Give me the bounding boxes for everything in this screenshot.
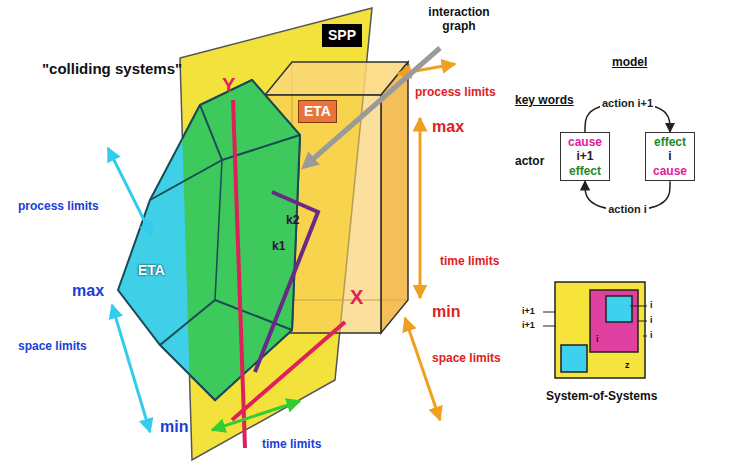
limit-arrow (108, 148, 152, 236)
graph-label: k1 (272, 240, 285, 254)
node-text: i+1 (568, 149, 602, 163)
level-label: i (650, 300, 653, 310)
leader-line (630, 306, 647, 307)
overlap-region (118, 80, 300, 400)
section-heading: key words (515, 94, 574, 108)
figure-title: "colliding systems" (42, 60, 182, 77)
limit-arrow (419, 118, 422, 298)
limit-label: process limits (18, 200, 99, 214)
callout-text: interaction graph (420, 6, 498, 34)
system-tag: SPP (322, 24, 362, 47)
actor-box: causei+1effect (560, 132, 610, 181)
edge-label: action i+1 (600, 97, 655, 110)
node-text: ETA (304, 103, 331, 120)
node-text: SPP (328, 27, 356, 44)
level-label: z (625, 360, 630, 370)
region-label: ETA (138, 262, 165, 278)
node-text: effect (653, 135, 687, 149)
node-text: i (653, 149, 687, 163)
leader-line (543, 326, 556, 327)
limit-label: max (432, 118, 464, 136)
edge-label: action i (606, 203, 649, 216)
axis-y (233, 100, 245, 448)
axis-label: Y (222, 74, 235, 97)
level-label: i (650, 330, 653, 340)
eta-polyhedron (118, 80, 300, 400)
polyhedron-edge (160, 300, 215, 345)
level-label: i (650, 315, 653, 325)
graph-label: k2 (286, 214, 299, 228)
role-label: actor (515, 155, 544, 169)
limit-label: min (160, 418, 188, 436)
polyhedron-edge (215, 160, 222, 300)
node-text: cause (568, 135, 602, 149)
polyhedron-edge (200, 105, 222, 160)
limit-label: max (72, 282, 104, 300)
limit-label: space limits (432, 352, 501, 366)
section-heading: model (612, 56, 647, 70)
polyhedron-edge (150, 160, 222, 200)
limit-label: time limits (440, 255, 499, 269)
system-square (606, 296, 632, 322)
limit-label: process limits (415, 86, 496, 100)
interaction-graph (255, 192, 318, 372)
limit-arrow (212, 401, 300, 430)
limit-arrow (405, 318, 440, 420)
leader-line (637, 321, 647, 322)
leader-line (543, 312, 556, 313)
leader-line (643, 336, 647, 337)
system-square (555, 282, 645, 378)
system-square (561, 345, 587, 372)
pointer-arrow (305, 48, 440, 166)
figure-caption: System-of-Systems (546, 390, 657, 404)
limit-label: time limits (262, 438, 321, 452)
limit-arrow (112, 305, 150, 432)
system-tag: ETA (298, 100, 337, 123)
node-text: effect (568, 164, 602, 178)
level-label: i+1 (522, 306, 535, 316)
limit-label: min (432, 303, 460, 321)
level-label: i (596, 334, 599, 344)
limit-arrow (398, 64, 455, 74)
node-text: cause (653, 164, 687, 178)
system-square (590, 290, 638, 352)
axis-label: X (350, 286, 363, 309)
level-label: i+1 (522, 320, 535, 330)
cuboid-side-face (381, 62, 408, 333)
actor-box: effecticause (645, 132, 695, 181)
limit-label: space limits (18, 340, 87, 354)
